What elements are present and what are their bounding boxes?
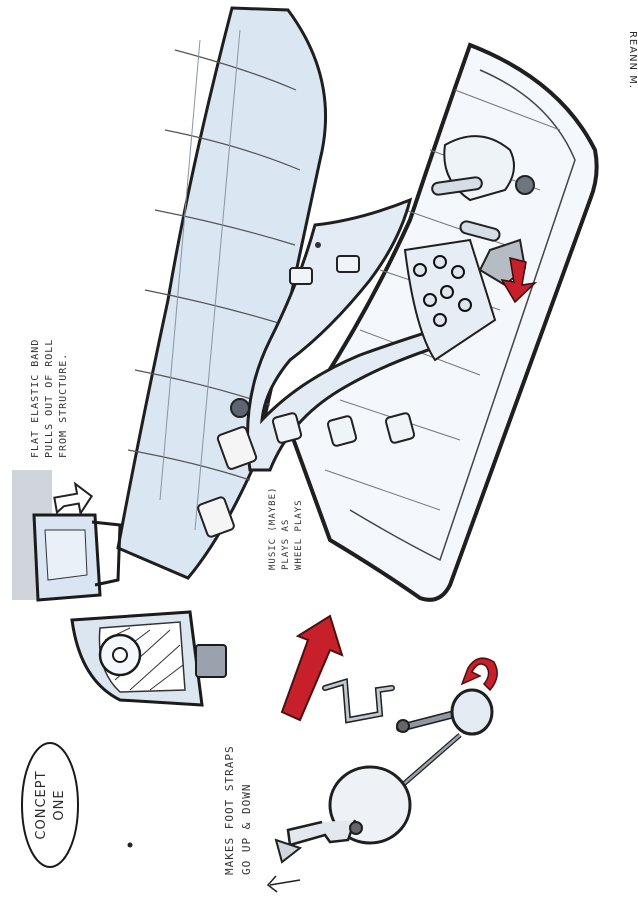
music-note-line2: PLAYS AS bbox=[281, 519, 291, 570]
concept-label-line1: CONCEPT bbox=[34, 770, 49, 839]
signature-text: REANN M. bbox=[627, 31, 638, 89]
elastic-band-note-line1: FLAT ELASTIC BAND bbox=[30, 339, 41, 458]
concept-label-bubble: CONCEPT ONE bbox=[21, 742, 79, 868]
red-direction-arrow-icon bbox=[280, 614, 344, 722]
foot-straps-note: MAKES FOOT STRAPS GO UP & DOWN bbox=[223, 745, 253, 875]
control-box-sketch bbox=[403, 238, 497, 362]
elastic-band-note: FLAT ELASTIC BAND PULLS OUT OF ROLL FROM… bbox=[30, 339, 69, 458]
step-pedals bbox=[197, 255, 416, 538]
ink-dot bbox=[127, 842, 133, 848]
rotation-arrow-icon bbox=[460, 657, 498, 692]
small-up-arrow-icon bbox=[266, 875, 301, 893]
music-note: MUSIC (MAYBE) PLAYS AS WHEEL PLAYS bbox=[268, 487, 304, 570]
elastic-band-roll-sketch bbox=[12, 470, 122, 602]
music-note-line1: MUSIC (MAYBE) bbox=[268, 487, 278, 570]
music-note-line3: WHEEL PLAYS bbox=[294, 499, 304, 570]
crank-mechanism-sketch bbox=[274, 678, 494, 864]
base-red-arrow-icon bbox=[500, 256, 538, 304]
pull-arrow-icon bbox=[53, 481, 94, 517]
foot-straps-note-line1: MAKES FOOT STRAPS bbox=[223, 745, 236, 875]
cross-section-sketch bbox=[70, 610, 227, 707]
foot-straps-note-line2: GO UP & DOWN bbox=[240, 784, 253, 875]
main-board-sketch bbox=[116, 6, 327, 580]
elastic-band-note-line3: FROM STRUCTURE. bbox=[58, 353, 69, 458]
concept-label-line2: ONE bbox=[52, 789, 67, 820]
elastic-band-note-line2: PULLS OUT OF ROLL bbox=[44, 339, 55, 458]
